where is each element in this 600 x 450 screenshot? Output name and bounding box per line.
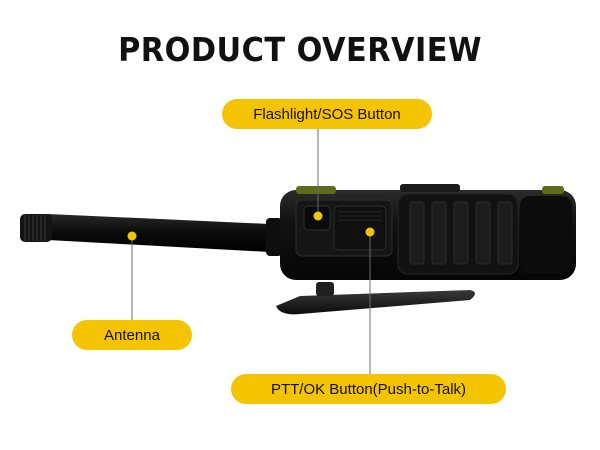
flashlight-sos-label: Flashlight/SOS Button (222, 99, 432, 129)
antenna (20, 214, 282, 256)
ptt-ok-label: PTT/OK Button(Push-to-Talk) (231, 374, 506, 404)
antenna-marker-dot (127, 231, 137, 241)
antenna-label: Antenna (72, 320, 192, 350)
belt-clip (276, 282, 475, 315)
page-title: PRODUCT OVERVIEW (118, 30, 482, 69)
flashlight-marker-dot (313, 211, 323, 221)
ptt-marker-dot (365, 227, 375, 237)
radio-body (280, 184, 576, 280)
